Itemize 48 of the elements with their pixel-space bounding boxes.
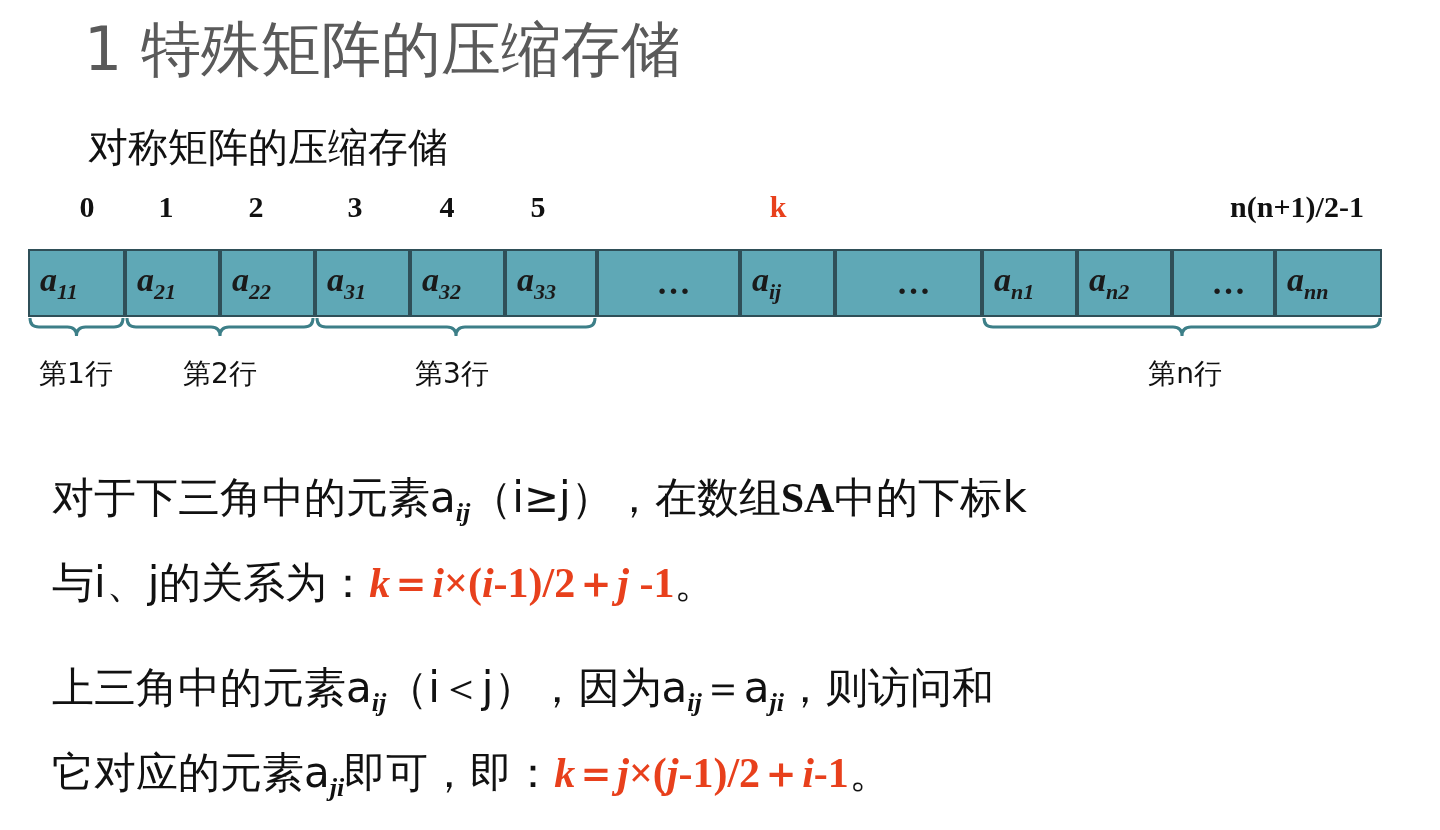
text: 。 [674, 557, 717, 609]
element-label: a$_{21}$ [137, 261, 176, 305]
array-cell [125, 249, 220, 317]
ellipsis: … [656, 264, 691, 302]
text: 上三角中的元素a$_{ij}$（i＜j），因为a$_{ij}$＝a$_{ji}$，则访问和 [52, 662, 994, 719]
element-label: a$_{11}$ [40, 261, 78, 305]
row-label: 第1行 [39, 356, 113, 392]
element-label: a$_{n1}$ [994, 261, 1035, 305]
array-cell [1077, 249, 1172, 317]
element-label: a$_{32}$ [422, 261, 461, 305]
row-label: 第2行 [183, 356, 257, 392]
index-number: 1 [158, 190, 174, 224]
formula: k＝i×(i-1)/2＋j -1 [369, 559, 675, 608]
array-cell [220, 249, 315, 317]
text: 它对应的元素a$_{ji}$即可，即： [52, 747, 555, 804]
index-number: k [769, 190, 787, 224]
element-label: a$_{22}$ [232, 261, 271, 305]
subtitle: 对称矩阵的压缩存储 [88, 123, 448, 172]
array-cell [835, 249, 982, 317]
text: 与i、j的关系为： [52, 557, 370, 609]
element-label: a$_{n2}$ [1089, 261, 1130, 305]
array-cell [505, 249, 597, 317]
array-cell [315, 249, 410, 317]
array-cell [982, 249, 1077, 317]
array-cell [1172, 249, 1275, 317]
index-number: 2 [248, 190, 264, 224]
row-label: 第3行 [415, 356, 489, 392]
formula: k＝j×(j-1)/2＋i-1 [554, 749, 849, 798]
array-cell [740, 249, 835, 317]
element-label: a$_{33}$ [517, 261, 556, 305]
array-cell [1275, 249, 1382, 317]
array-cell [28, 249, 125, 317]
index-number: 3 [347, 190, 363, 224]
array-cell [410, 249, 505, 317]
text: 。 [848, 747, 891, 799]
row-label: 第n行 [1148, 356, 1222, 392]
ellipsis: … [1211, 264, 1246, 302]
text: 对于下三角中的元素a$_{ij}$（i≥j），在数组SA中的下标k [52, 472, 1027, 529]
index-number: 5 [530, 190, 546, 224]
index-number: 0 [79, 190, 95, 224]
index-number: n(n+1)/2-1 [1230, 190, 1364, 224]
index-number: 4 [439, 190, 455, 224]
ellipsis: … [896, 264, 931, 302]
title: 1 特殊矩阵的压缩存储 [84, 13, 682, 86]
element-label: a$_{nn}$ [1287, 261, 1329, 305]
element-label: a$_{ij}$ [752, 261, 782, 305]
array-cell [597, 249, 740, 317]
element-label: a$_{31}$ [327, 261, 366, 305]
